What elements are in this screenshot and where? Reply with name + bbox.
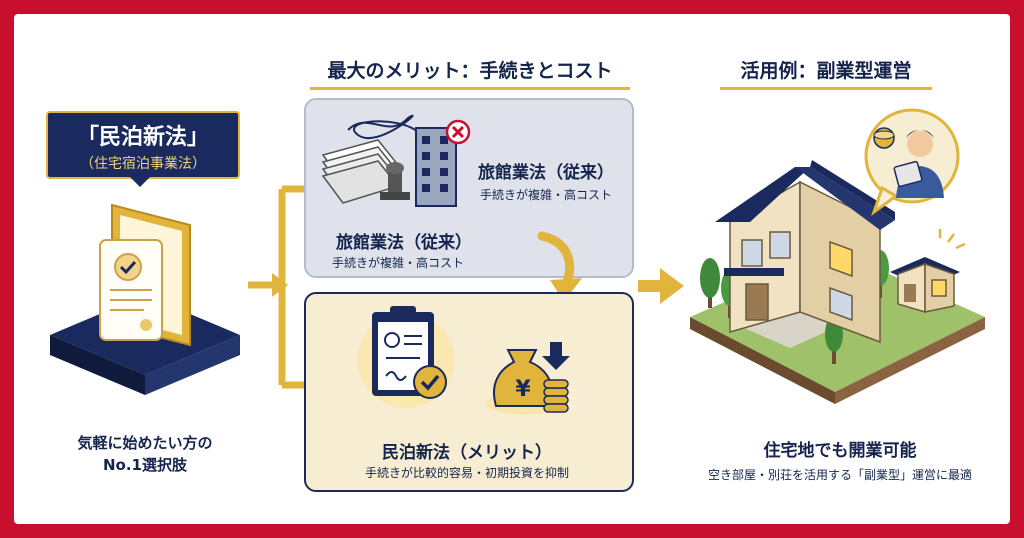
approved-check-icon bbox=[413, 365, 447, 399]
coin-stack-icon bbox=[543, 387, 569, 397]
law-title-card: 「民泊新法」 （住宅宿泊事業法） bbox=[46, 111, 240, 179]
ryokan-law-top-title: 旅館業法（従来） bbox=[478, 163, 614, 183]
stamp-icon bbox=[388, 172, 402, 192]
cost-savings-illustration: ¥ bbox=[486, 342, 570, 414]
ryokan-law-top-sub: 手続きが複雑・高コスト bbox=[480, 188, 613, 202]
curved-down-arrow bbox=[537, 231, 582, 302]
document-pedestal-illustration bbox=[50, 203, 240, 395]
minpaku-law-title: 民泊新法（メリット） bbox=[382, 443, 552, 463]
left-caption-line1: 気軽に始めたい方の bbox=[77, 434, 213, 452]
paperwork-building-illustration bbox=[321, 114, 471, 207]
law-subtitle: （住宅宿泊事業法） bbox=[80, 156, 206, 172]
down-arrow-icon bbox=[542, 342, 570, 370]
person-avatar bbox=[907, 131, 933, 157]
callout-pointer bbox=[128, 175, 152, 187]
right-caption-sub: 空き部屋・別荘を活用する「副業型」運営に最適 bbox=[707, 468, 972, 482]
middle-section-title: 最大のメリット：手続きとコスト bbox=[310, 56, 630, 90]
owner-with-tablet-bubble bbox=[864, 108, 960, 216]
right-caption-title: 住宅地でも開業可能 bbox=[763, 441, 917, 461]
law-title: 「民泊新法」 bbox=[76, 125, 209, 150]
ryokan-law-bottom-title: 旅館業法（従来） bbox=[336, 233, 472, 253]
left-caption-line2: No.1選択肢 bbox=[103, 456, 187, 474]
tablet-icon bbox=[893, 160, 923, 188]
minpaku-law-box bbox=[304, 292, 634, 492]
right-section-title: 活用例：副業型運営 bbox=[720, 56, 932, 90]
residential-house-illustration bbox=[690, 160, 985, 404]
branch-connector bbox=[248, 185, 304, 389]
ryokan-law-bottom-sub: 手続きが複雑・高コスト bbox=[332, 256, 465, 270]
minpaku-law-sub: 手続きが比較的容易・初期投資を抑制 bbox=[364, 466, 569, 480]
yen-symbol: ¥ bbox=[515, 377, 531, 402]
approved-clipboard-illustration bbox=[358, 306, 454, 408]
result-arrow bbox=[638, 268, 684, 304]
